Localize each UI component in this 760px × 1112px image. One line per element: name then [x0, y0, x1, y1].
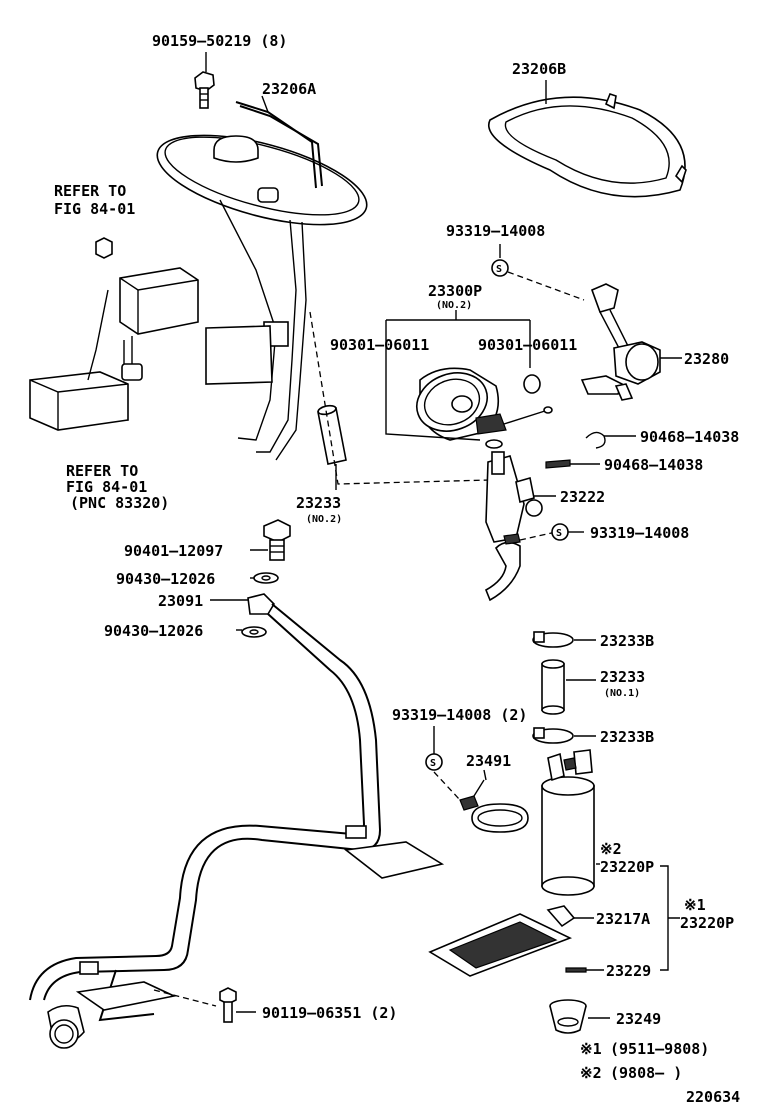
hose-23233-no1[interactable]: [541, 659, 565, 715]
label-23091: 23091: [158, 592, 203, 610]
label-23220p: 23220P: [600, 858, 654, 876]
diagram-number: 220634: [686, 1088, 740, 1106]
label-23206a: 23206A: [262, 80, 316, 98]
label-refer-top-1: REFER TO: [54, 182, 126, 200]
label-90119: 90119–06351 (2): [262, 1004, 397, 1022]
label-refer-bot-1: REFER TO: [66, 462, 138, 480]
label-23233-no2: 23233: [296, 494, 341, 512]
label-90401: 90401–12097: [124, 542, 223, 560]
pump-bracket-23491[interactable]: [459, 779, 529, 833]
pressure-regulator-23222[interactable]: [484, 451, 543, 602]
fuel-sender-plate-23206a[interactable]: [148, 101, 375, 461]
clip-23229[interactable]: [565, 967, 587, 973]
label-90159: 90159–50219 (8): [152, 32, 287, 50]
label-23233-no1-sub: (NO.1): [604, 688, 640, 699]
bolt-90119[interactable]: [219, 987, 237, 1023]
label-23300p-sub: (NO.2): [436, 300, 472, 311]
label-23233-no2-sub: (NO.2): [306, 514, 342, 525]
label-23217a: 23217A: [596, 910, 650, 928]
clamp-23233b-top[interactable]: [532, 631, 574, 648]
gasket-90430-a[interactable]: [253, 572, 279, 584]
label-90468-a: 90468–14038: [640, 428, 739, 446]
label-23229: 23229: [606, 962, 651, 980]
label-23300p: 23300P: [428, 282, 482, 300]
strainer-23217a[interactable]: [428, 905, 576, 977]
label-23249: 23249: [616, 1010, 661, 1028]
fuel-filter-23300p[interactable]: [409, 363, 553, 449]
svg-text:S: S: [556, 528, 562, 539]
clip-93319-b[interactable]: S: [551, 523, 569, 541]
label-23220p-b: 23220P: [680, 914, 734, 932]
label-90301-a: 90301–06011: [330, 336, 429, 354]
label-90468-b: 90468–14038: [604, 456, 703, 474]
label-23280: 23280: [684, 350, 729, 368]
label-90301-b: 90301–06011: [478, 336, 577, 354]
gasket-90430-b[interactable]: [241, 626, 267, 638]
label-90430-b: 90430–12026: [104, 622, 203, 640]
label-refer-top-2: FIG 84-01: [54, 200, 135, 218]
label-23233-no1: 23233: [600, 668, 645, 686]
clip-90468-b[interactable]: [545, 459, 571, 469]
gasket-23206b[interactable]: [488, 93, 687, 198]
footnote-2-mark: ※2: [580, 1064, 602, 1082]
label-23491: 23491: [466, 752, 511, 770]
fuel-pump-23220p[interactable]: [541, 749, 595, 896]
svg-text:S: S: [430, 758, 436, 769]
label-23222: 23222: [560, 488, 605, 506]
footnote-1-mark: ※1: [580, 1040, 602, 1058]
footnote-2-text: (9808– ): [610, 1064, 682, 1082]
svg-text:S: S: [496, 264, 502, 275]
clamp-23233b-bottom[interactable]: [532, 727, 574, 744]
relay-assembly[interactable]: [29, 237, 199, 431]
label-93319-top: 93319–14008: [446, 222, 545, 240]
pulsation-damper-23280[interactable]: [580, 283, 661, 401]
label-note-mark1: ※1: [684, 896, 706, 914]
label-note-mark2: ※2: [600, 840, 622, 858]
label-93319-c: 93319–14008 (2): [392, 706, 527, 724]
clip-90468-a[interactable]: [585, 431, 606, 449]
label-23206b: 23206B: [512, 60, 566, 78]
label-93319-b: 93319–14008: [590, 524, 689, 542]
label-23233b-top: 23233B: [600, 632, 654, 650]
bolt-90159[interactable]: [194, 71, 215, 109]
label-refer-bot-2: FIG 84-01: [66, 478, 147, 496]
cushion-23249[interactable]: [549, 999, 587, 1034]
hose-23233-no2[interactable]: [317, 404, 347, 465]
label-23233b-bottom: 23233B: [600, 728, 654, 746]
footnote-1-text: (9511–9808): [610, 1040, 709, 1058]
label-refer-bot-3: (PNC 83320): [70, 494, 169, 512]
clip-93319-c[interactable]: S: [425, 753, 443, 771]
fuel-pipe-23091[interactable]: [29, 593, 445, 1049]
clip-93319-top[interactable]: S: [491, 259, 509, 277]
label-90430-a: 90430–12026: [116, 570, 215, 588]
union-bolt-90401[interactable]: [263, 519, 291, 561]
